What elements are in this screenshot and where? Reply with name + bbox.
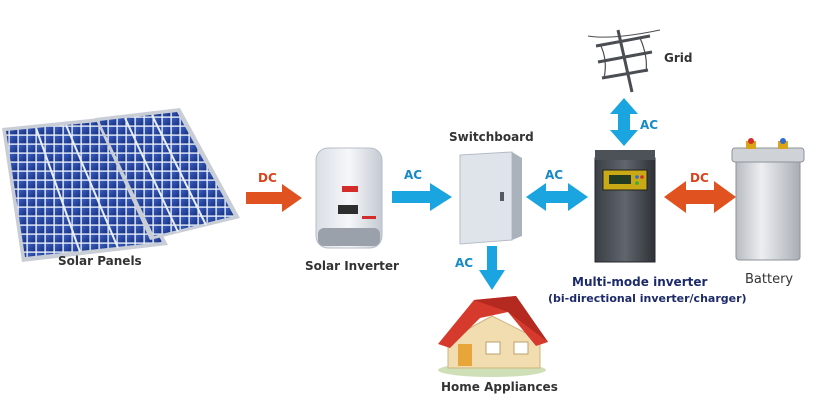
arrow-ac-inverter-to-switchboard [392,183,452,211]
flow-label-ac-grid: AC [640,118,659,132]
solar-inverter-label: Solar Inverter [305,259,399,273]
arrow-dc-panels-to-inverter [246,184,302,212]
solar-panels-icon [2,108,240,262]
flow-label-ac-inverter: AC [404,168,423,182]
flow-label-ac-switchboard-multimode: AC [545,168,564,182]
solar-panels-label: Solar Panels [58,254,142,268]
arrow-ac-switchboard-to-home [479,246,505,290]
flow-label-ac-home: AC [455,256,474,270]
flow-label-dc-battery: DC [690,171,709,185]
multimode-inverter-sublabel: (bi-directional inverter/charger) [548,292,747,305]
solar-inverter-icon [315,147,383,249]
switchboard-label: Switchboard [449,130,534,144]
battery-label: Battery [745,272,794,287]
arrow-ac-switchboard-multimode [526,183,588,211]
home-icon [438,296,548,377]
battery-icon [731,138,805,261]
switchboard-icon [459,151,522,245]
grid-label: Grid [664,51,693,65]
arrow-dc-multimode-battery [664,181,736,213]
multimode-inverter-label: Multi-mode inverter [572,275,708,289]
home-appliances-label: Home Appliances [441,380,558,394]
arrow-ac-multimode-to-grid [610,98,638,146]
multimode-inverter-icon [594,150,656,263]
flow-label-dc-panels: DC [258,171,277,185]
grid-pole-icon [587,29,661,93]
